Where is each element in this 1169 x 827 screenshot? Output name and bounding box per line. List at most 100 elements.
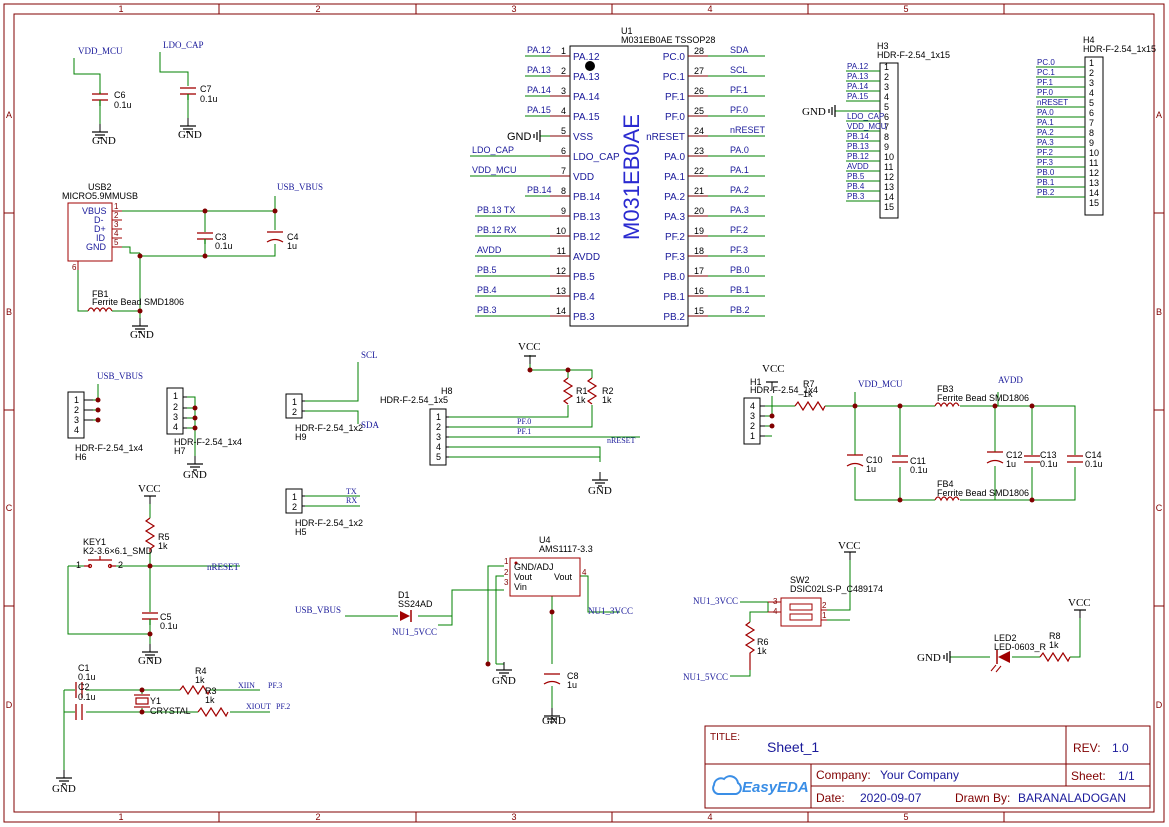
c11-val: 0.1u: [910, 465, 928, 475]
h7-part: HDR-F-2.54_1x4: [174, 437, 242, 447]
u1-pin-number: 7: [561, 166, 566, 176]
h1-header: 4 3 2 1 H1 HDR-F-2.54_1x4: [743, 377, 818, 445]
h8-pin-5: 5: [436, 452, 441, 462]
c2-val: 0.1u: [78, 692, 96, 702]
usb2-pin-dm: D-: [94, 215, 104, 225]
cap-c8: [543, 673, 561, 685]
y1-ref: Y1: [150, 696, 161, 706]
h4-pin-number: 14: [1089, 188, 1099, 198]
c5-val: 0.1u: [160, 621, 178, 631]
cap-c10: [846, 454, 864, 467]
u1-part: M031EB0AE TSSOP28: [621, 35, 715, 45]
u1-pin-name: nRESET: [646, 132, 685, 143]
u1-pin-name: PC.0: [663, 52, 686, 63]
gnd-label-c7: GND: [178, 129, 202, 141]
h7-header: 1 2 3 4 HDR-F-2.54_1x4 H7: [166, 387, 242, 456]
usb2-num-2: 2: [114, 211, 119, 220]
usb2-ref: USB2: [88, 182, 112, 192]
u1-pin-number: 23: [694, 146, 704, 156]
cap-c3: [197, 232, 213, 244]
h4-net-label: PB.2: [1037, 188, 1055, 197]
h3-net-label: PB.12: [847, 152, 869, 161]
u1-net-label: PA.12: [527, 45, 551, 55]
u1-pin-number: 6: [561, 146, 566, 156]
u1-pin-name: PA.1: [664, 172, 685, 183]
ferrite-fb4: [934, 496, 960, 502]
key1-switch: [84, 556, 116, 569]
c1-val: 0.1u: [78, 672, 96, 682]
col-label-3: 3: [511, 4, 516, 14]
h3-pin-number: 10: [884, 152, 894, 162]
u1-net-label: PB.5: [477, 265, 497, 275]
resistor-r5: [144, 517, 156, 552]
c4-ref: C4: [287, 232, 299, 242]
h5-pin-1: 1: [292, 492, 297, 502]
sheet-title: Sheet_1: [767, 739, 819, 755]
h4-net-label: nRESET: [1037, 98, 1068, 107]
crystal-y1: [134, 694, 150, 708]
h4-net-label: PF.1: [1037, 78, 1054, 87]
r7-ref: R7: [803, 379, 815, 389]
net-rx-h5: RX: [346, 496, 357, 505]
sheet-label: Sheet:: [1071, 769, 1106, 783]
u1-pin-number: 13: [556, 286, 566, 296]
h4-ref: H4: [1083, 35, 1095, 45]
fb3-val: Ferrite Bead SMD1806: [937, 393, 1029, 403]
h3-net-label: PB.3: [847, 192, 865, 201]
sheet-number: 1/1: [1118, 769, 1135, 783]
fb1-ref: FB1: [92, 289, 109, 299]
r4-val: 1k: [195, 675, 205, 685]
c7-ref: C7: [200, 84, 212, 94]
u1-pin-name: PB.12: [573, 232, 601, 243]
h9-pin-1: 1: [292, 397, 297, 407]
h4-pin-number: 3: [1089, 78, 1094, 88]
u4-pin-2: 2: [504, 568, 509, 577]
u1-mcu: U1 M031EB0AE TSSOP28 M031EB0AE 1PA.12PA.…: [470, 26, 766, 327]
u1-gnd-label: GND: [507, 131, 532, 143]
company-value: Your Company: [880, 768, 959, 782]
net-usb-vbus-h6: USB_VBUS: [97, 371, 143, 381]
led2-ref: LED2: [994, 633, 1017, 643]
h6-ref: H6: [75, 452, 87, 462]
h4-pin-number: 13: [1089, 178, 1099, 188]
h3-net-label: PB.13: [847, 142, 869, 151]
u1-net-label: PF.2: [730, 225, 748, 235]
u1-net-label: AVDD: [477, 245, 502, 255]
u1-net-label: PF.0: [730, 105, 748, 115]
u1-pin-number: 10: [556, 226, 566, 236]
date-label: Date:: [816, 791, 845, 805]
diode-d1: [400, 610, 412, 622]
u1-pin-name: PA.2: [664, 192, 685, 203]
u1-net-label: nRESET: [730, 125, 766, 135]
u1-net-label: PA.1: [730, 165, 749, 175]
u1-pin-name: PB.14: [573, 192, 601, 203]
u4-vin: Vin: [514, 582, 527, 592]
h3-pin-number: 7: [884, 122, 889, 132]
led2-gnd-label: GND: [917, 652, 941, 664]
sw2-pin-4: 4: [773, 607, 778, 616]
net-vdd-mcu-filter: VDD_MCU: [858, 379, 903, 389]
usb2-num-5: 5: [114, 238, 119, 247]
u1-pin-name: PA.14: [573, 92, 600, 103]
h7-pin-3: 3: [173, 412, 178, 422]
u4-pin-4: 4: [582, 568, 587, 577]
h3-net-label: PB.14: [847, 132, 869, 141]
net-vdd-mcu-c6: VDD_MCU: [78, 46, 123, 56]
u1-pin-name: PA.12: [573, 52, 600, 63]
usb2-num-4: 4: [114, 229, 119, 238]
r3-val: 1k: [205, 695, 215, 705]
resistor-r2: [586, 377, 598, 405]
u1-pin-number: 9: [561, 206, 566, 216]
c3-ref: C3: [215, 232, 227, 242]
u1-pin-name: PF.2: [665, 232, 685, 243]
fb4-ref: FB4: [937, 479, 954, 489]
u1-pin-name: PB.4: [573, 292, 595, 303]
h3-pin-number: 9: [884, 142, 889, 152]
u1-pin-name: PB.13: [573, 212, 601, 223]
ferrite-fb3: [934, 402, 960, 408]
h3-net-label: PA.14: [847, 82, 869, 91]
r6-ref: R6: [757, 637, 769, 647]
h5-part: HDR-F-2.54_1x2: [295, 518, 363, 528]
h6-part: HDR-F-2.54_1x4: [75, 443, 143, 453]
row-label-c-r: C: [1156, 503, 1163, 513]
